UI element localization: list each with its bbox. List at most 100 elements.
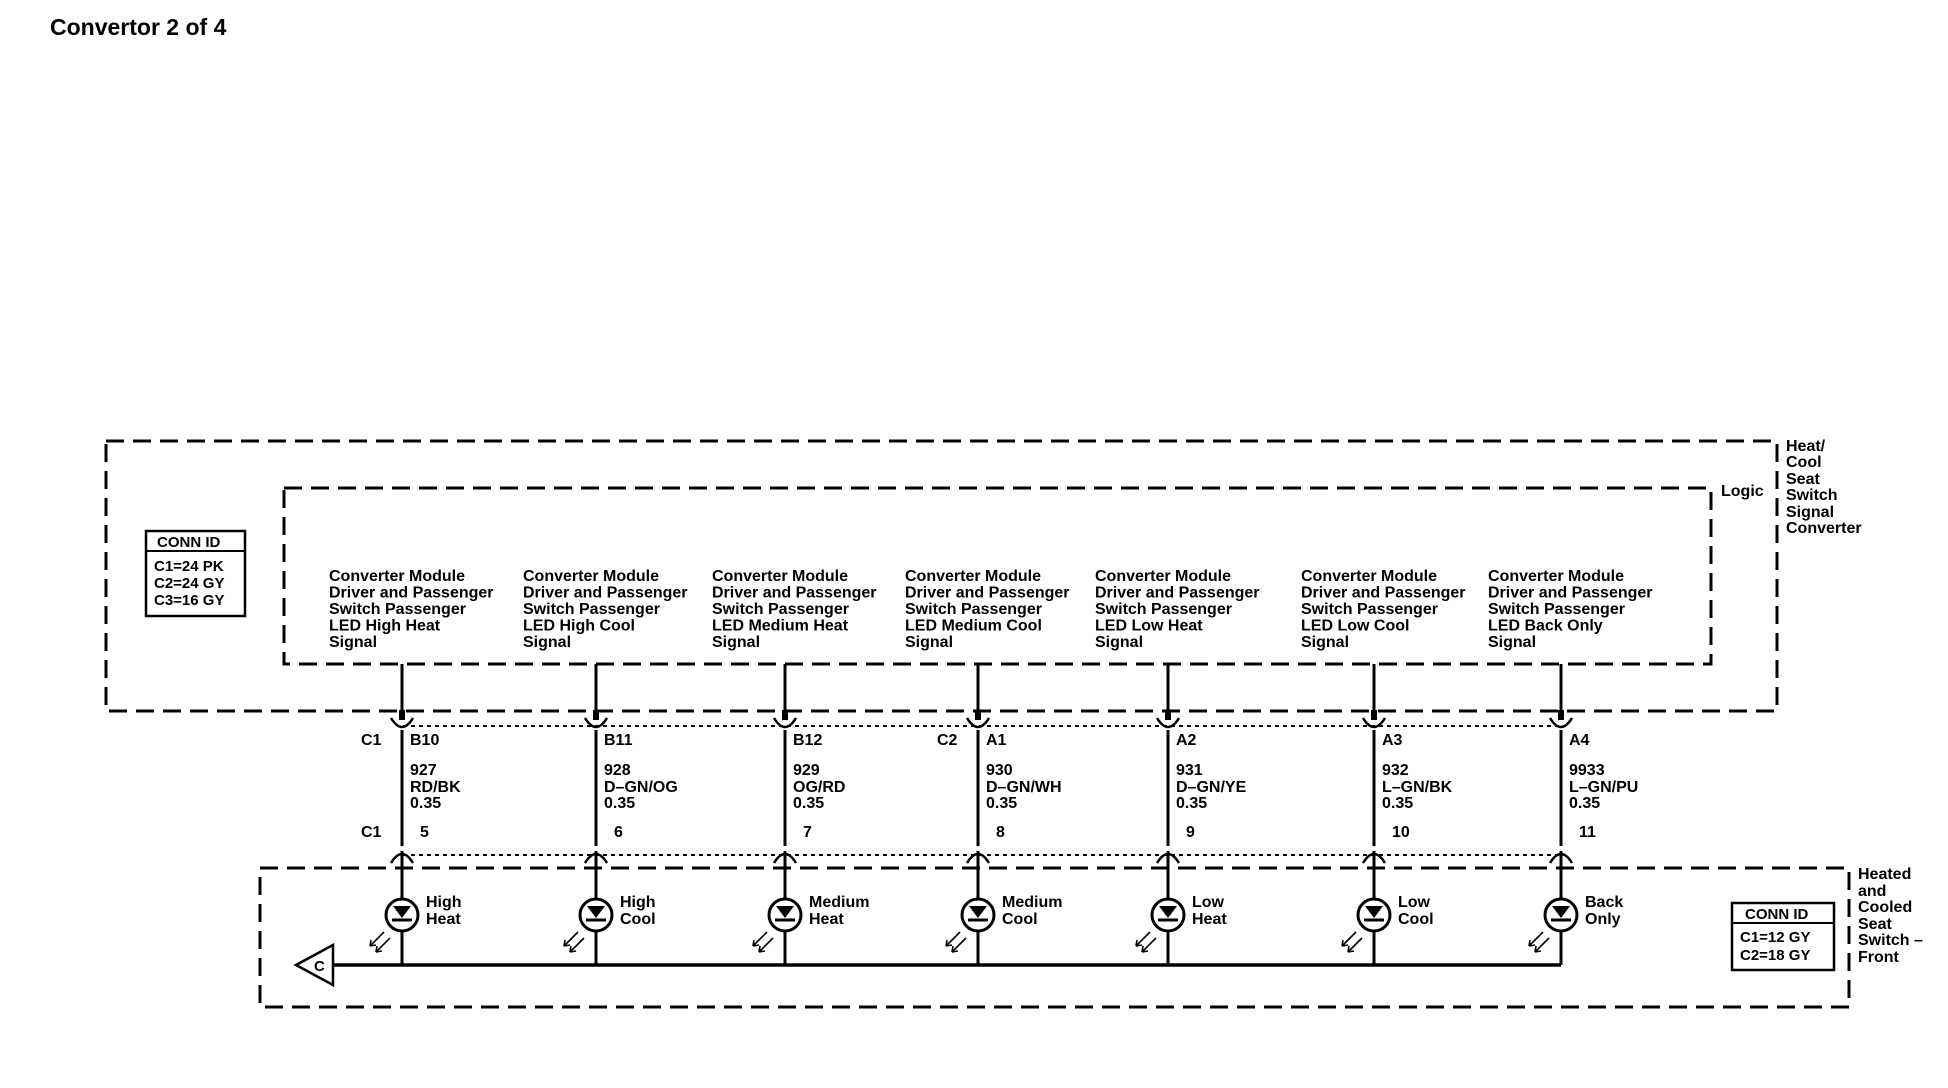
signal-label-line: Switch Passenger	[1488, 601, 1625, 618]
wire-size: 0.35	[1176, 795, 1207, 812]
wire-color: L–GN/BK	[1382, 779, 1453, 796]
top-pin-label: B11	[604, 732, 633, 749]
switch-label-line: Seat	[1858, 916, 1892, 933]
top-connector-terminal	[389, 717, 415, 729]
top-connector-terminal	[583, 717, 609, 729]
top-connector-terminal	[1548, 717, 1574, 729]
signal-label-line: Switch Passenger	[523, 601, 660, 618]
light-ray-icon	[752, 931, 768, 947]
wire-color: L–GN/PU	[1569, 779, 1638, 796]
light-ray-icon	[369, 931, 385, 947]
bottom-pin-label: 10	[1392, 824, 1410, 841]
circuit-number: 9933	[1569, 762, 1605, 779]
wire-size: 0.35	[1569, 795, 1600, 812]
signal-label-line: Switch Passenger	[1095, 601, 1232, 618]
signal-label-line: Driver and Passenger	[1095, 585, 1260, 602]
module-label-line: Switch	[1786, 487, 1838, 504]
led-label-line: Medium	[1002, 894, 1062, 911]
wire-color: D–GN/WH	[986, 779, 1062, 796]
signal-label-line: Driver and Passenger	[905, 585, 1070, 602]
top-connector-pin-mark	[1558, 710, 1564, 720]
wire-color: D–GN/YE	[1176, 779, 1247, 796]
module-label-line: Signal	[1786, 504, 1834, 521]
signal-label-line: LED Back Only	[1488, 618, 1603, 635]
top-pin-label: A1	[986, 732, 1007, 749]
led-diode-triangle	[393, 906, 411, 918]
light-ray-icon	[1135, 931, 1151, 947]
bottom-pin-label: 11	[1579, 824, 1596, 841]
light-ray-icon	[569, 937, 585, 953]
top-connector-pin-mark	[593, 710, 599, 720]
signal-label-line: Driver and Passenger	[1488, 585, 1653, 602]
signal-label-line: Switch Passenger	[712, 601, 849, 618]
module-label-line: Converter	[1786, 520, 1862, 537]
led-diode-triangle	[1159, 906, 1177, 918]
circuit-number: 929	[793, 762, 820, 779]
top-connector-pin-mark	[782, 710, 788, 720]
top-connector-terminal	[1361, 717, 1387, 729]
signal-label-line: Driver and Passenger	[1301, 585, 1466, 602]
signal-label-line: Signal	[1488, 634, 1536, 651]
wire-size: 0.35	[793, 795, 824, 812]
switch-label-line: Heated	[1858, 866, 1911, 883]
led-label-line: Cool	[620, 911, 656, 928]
led-diode-triangle	[776, 906, 794, 918]
signal-label-line: Driver and Passenger	[712, 585, 877, 602]
light-ray-icon	[1534, 937, 1550, 953]
signal-label-line: LED Medium Heat	[712, 618, 849, 635]
bottom-pin-label: 5	[420, 824, 429, 841]
top-connector-label: C2	[937, 732, 958, 749]
bottom-pin-label: 7	[803, 824, 812, 841]
led-label-line: Medium	[809, 894, 869, 911]
light-ray-icon	[563, 931, 579, 947]
top-pin-label: B10	[410, 732, 439, 749]
conn-id-box-top	[144, 529, 247, 618]
signal-label-line: Converter Module	[712, 568, 848, 585]
signal-label-line: Converter Module	[523, 568, 659, 585]
bottom-connector-label: C1	[361, 824, 382, 841]
top-connector-pin-mark	[1165, 710, 1171, 720]
led-label-line: Cool	[1002, 911, 1038, 928]
light-ray-icon	[375, 937, 391, 953]
led-label-line: Heat	[1192, 911, 1227, 928]
signal-label-line: Signal	[523, 634, 571, 651]
wire-size: 0.35	[1382, 795, 1413, 812]
circuit-number: 928	[604, 762, 631, 779]
signal-label-line: Signal	[905, 634, 953, 651]
bottom-pin-label: 8	[996, 824, 1005, 841]
signal-label-line: Signal	[1095, 634, 1143, 651]
top-pin-label: A2	[1176, 732, 1197, 749]
top-connector-terminal	[772, 717, 798, 729]
seat-switch-boundary	[258, 866, 1851, 1009]
wire-size: 0.35	[986, 795, 1017, 812]
led-label-line: Back	[1585, 894, 1623, 911]
led-label-line: Only	[1585, 911, 1621, 928]
conn-id-bottom-line: C1=12 GY	[1740, 929, 1810, 946]
signal-label-line: Converter Module	[1301, 568, 1437, 585]
light-ray-icon	[945, 931, 961, 947]
light-ray-icon	[1347, 937, 1363, 953]
circuit-number: 930	[986, 762, 1013, 779]
conn-id-bottom-title: CONN ID	[1745, 906, 1809, 923]
led-label-line: Low	[1398, 894, 1431, 911]
wire-size: 0.35	[604, 795, 635, 812]
light-ray-icon	[1141, 937, 1157, 953]
led-diode-triangle	[587, 906, 605, 918]
light-ray-icon	[951, 937, 967, 953]
switch-label-line: Cooled	[1858, 899, 1912, 916]
led-diode-triangle	[1552, 906, 1570, 918]
signal-label-line: LED Low Cool	[1301, 618, 1409, 635]
led-label-line: High	[620, 894, 656, 911]
circuit-number: 932	[1382, 762, 1409, 779]
top-pin-label: A3	[1382, 732, 1403, 749]
light-ray-icon	[758, 937, 774, 953]
switch-label-line: Switch –	[1858, 932, 1923, 949]
signal-label-line: Converter Module	[1095, 568, 1231, 585]
top-connector-terminal	[965, 717, 991, 729]
signal-label-line: LED High Cool	[523, 618, 635, 635]
top-connector-pin-mark	[975, 710, 981, 720]
wire-color: D–GN/OG	[604, 779, 678, 796]
circuit-number: 931	[1176, 762, 1203, 779]
led-label-line: Heat	[809, 911, 844, 928]
